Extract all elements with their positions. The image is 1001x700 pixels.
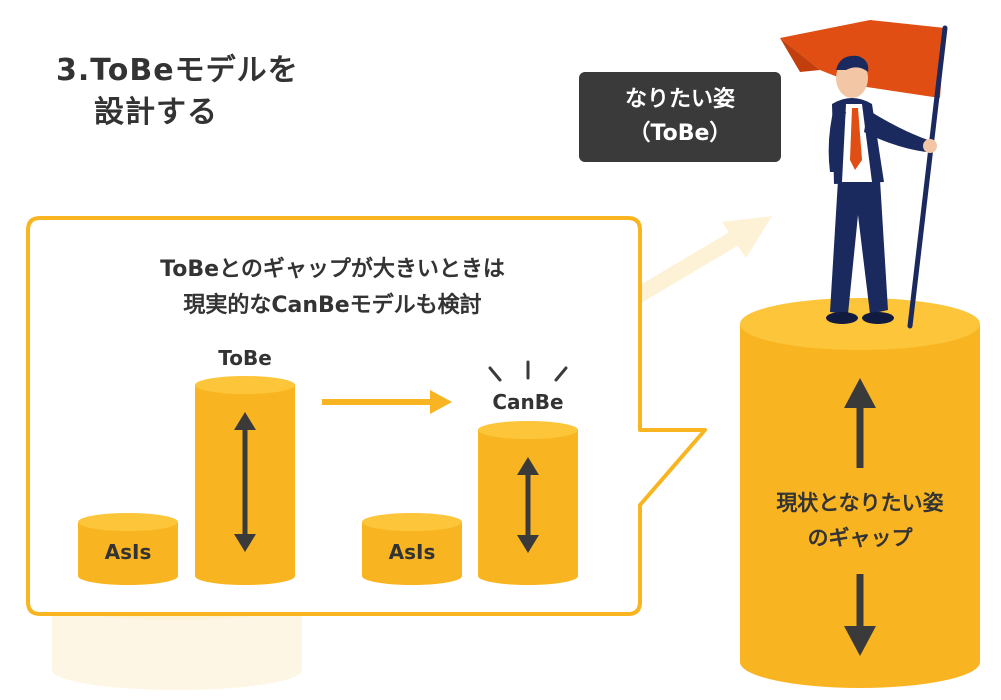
asis-right-label: AsIs — [388, 540, 436, 564]
tobe-label-line-1: なりたい姿 — [624, 87, 735, 112]
big-gap-label: 現状となりたい姿 のギャップ — [740, 486, 980, 556]
canbe-gap-arrow-icon — [517, 457, 539, 553]
page-title: 3.ToBeモデルを 設計する — [56, 50, 299, 134]
canbe-label: CanBe — [492, 390, 564, 414]
asis-cylinder-left — [78, 513, 178, 585]
tobe-label-box: なりたい姿 （ToBe） — [579, 72, 781, 162]
big-gap-down-arrow-icon — [844, 574, 876, 656]
tobe-label: ToBe — [218, 346, 272, 370]
big-gap-label-line-2: のギャップ — [807, 526, 913, 550]
callout-line-1: ToBeとのギャップが大きいときは — [160, 257, 505, 282]
businessman-with-flag-icon — [780, 20, 948, 329]
callout-line-2: 現実的なCanBeモデルも検討 — [183, 293, 482, 318]
big-gap-label-line-1: 現状となりたい姿 — [776, 491, 944, 515]
title-line-1: 3.ToBeモデルを — [56, 53, 299, 88]
big-gap-cylinder — [740, 298, 980, 688]
title-line-2: 設計する — [94, 95, 218, 130]
asis-left-label: AsIs — [104, 540, 152, 564]
callout-text: ToBeとのギャップが大きいときは 現実的なCanBeモデルも検討 — [40, 252, 625, 324]
big-gap-up-arrow-icon — [844, 378, 876, 468]
tobe-label-line-2: （ToBe） — [628, 121, 732, 146]
asis-cylinder-right — [362, 513, 462, 585]
tobe-cylinder — [195, 376, 295, 585]
to-canbe-arrow-icon — [322, 390, 452, 414]
emphasis-lines-icon — [488, 360, 568, 382]
canbe-cylinder — [478, 421, 578, 585]
tobe-gap-arrow-icon — [234, 412, 256, 552]
